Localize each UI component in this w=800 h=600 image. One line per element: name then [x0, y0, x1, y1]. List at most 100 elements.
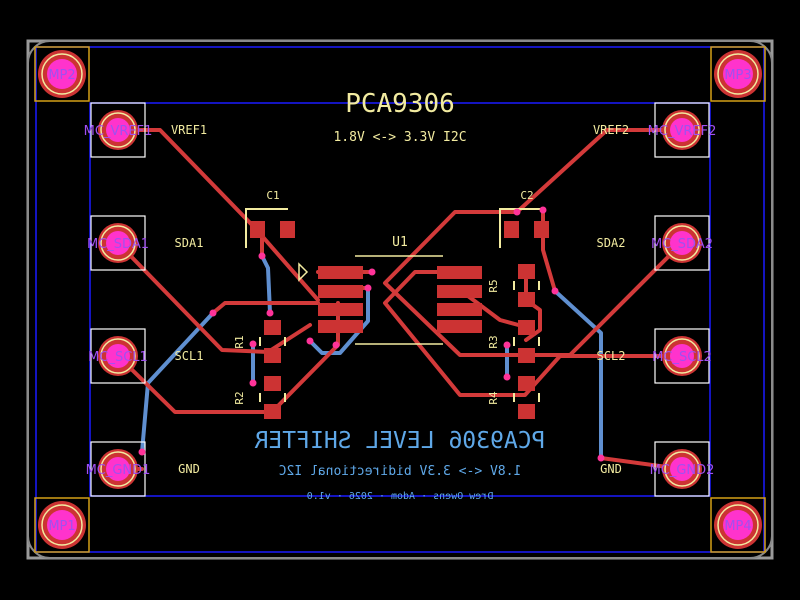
back-trace-gnd2: [553, 289, 603, 460]
c1-outline: [245, 208, 288, 248]
mounting-hole-label: MP2: [48, 68, 75, 83]
connector-mc-vref2[interactable]: MC_VREF2 VREF2: [593, 102, 717, 158]
u1-pad-8[interactable]: [437, 266, 482, 279]
ic-u1[interactable]: U1: [298, 235, 482, 345]
mounting-hole-label: MP4: [724, 519, 751, 534]
connector-drill: [670, 457, 694, 481]
board-subtitle: 1.8V <-> 3.3V I2C: [333, 130, 466, 145]
u1-pad-7[interactable]: [437, 285, 482, 298]
u1-pad-2[interactable]: [318, 285, 363, 298]
connector-pad-label: MC_GND1: [86, 463, 151, 478]
mounting-hole-courtyard: [710, 46, 766, 102]
resistor-r5[interactable]: R5: [487, 264, 540, 307]
u1-pin1-marker: [298, 262, 309, 282]
u1-pad-1[interactable]: [318, 266, 363, 279]
mounting-hole-label: MP1: [48, 519, 75, 534]
resistor-r2[interactable]: R2: [233, 376, 286, 419]
connector-net-label: VREF2: [593, 123, 629, 137]
connector-drill: [670, 118, 694, 142]
u1-label: U1: [392, 235, 408, 250]
connector-pad-label: MC_SDA2: [651, 237, 713, 252]
connector-net-label: GND: [600, 462, 622, 476]
capacitor-c2[interactable]: C2: [499, 189, 549, 248]
back-trace-u1: [308, 286, 370, 355]
c2-outline: [499, 208, 542, 248]
via: [551, 287, 559, 295]
via: [258, 252, 266, 260]
c1-label: C1: [266, 189, 279, 202]
mounting-hole-drill: [47, 510, 77, 540]
c1-pad-1[interactable]: [250, 221, 265, 238]
board-outline: [35, 46, 765, 553]
u1-pad-6[interactable]: [437, 303, 482, 316]
mounting-hole[interactable]: MP1: [34, 497, 90, 553]
mounting-hole-ring: [41, 504, 83, 546]
via: [364, 284, 372, 292]
trace-u1-r3: [458, 288, 528, 329]
u1-pad-3[interactable]: [318, 303, 363, 316]
r5-pad-1[interactable]: [518, 264, 535, 279]
via: [513, 208, 521, 216]
via: [249, 379, 257, 387]
connector-drill: [106, 457, 130, 481]
via: [597, 454, 605, 462]
r5-pad-2[interactable]: [518, 292, 535, 307]
c2-label: C2: [520, 189, 533, 202]
via: [368, 268, 376, 276]
connector-courtyard: [90, 328, 146, 384]
resistor-r1[interactable]: R1: [233, 320, 286, 363]
connector-pad-label: MC_GND2: [650, 463, 715, 478]
c2-pad-2[interactable]: [534, 221, 549, 238]
c2-pad-1[interactable]: [504, 221, 519, 238]
via: [249, 340, 257, 348]
connector-mc-gnd1[interactable]: MC_GND1 GND: [86, 441, 200, 497]
r3-pad-1[interactable]: [518, 320, 535, 335]
mounting-hole-drill: [723, 59, 753, 89]
via: [306, 337, 314, 345]
r1-pad-2[interactable]: [264, 348, 281, 363]
mounting-hole[interactable]: MP4: [710, 497, 766, 553]
board-title: PCA9306: [345, 89, 455, 119]
r4-pad-2[interactable]: [518, 404, 535, 419]
connector-drill: [106, 231, 130, 255]
connector-net-label: SDA2: [597, 236, 626, 250]
r2-pad-1[interactable]: [264, 376, 281, 391]
connector-ring: [664, 451, 700, 487]
connector-drill: [670, 344, 694, 368]
r2-label: R2: [233, 391, 246, 404]
connector-mc-gnd2[interactable]: MC_GND2 GND: [600, 441, 715, 497]
connector-mc-sda2[interactable]: MC_SDA2 SDA2: [597, 215, 713, 271]
r1-pad-1[interactable]: [264, 320, 281, 335]
mounting-hole[interactable]: MP3: [710, 46, 766, 102]
connector-net-label: GND: [178, 462, 200, 476]
u1-pad-5[interactable]: [437, 320, 482, 333]
connector-drill: [106, 344, 130, 368]
mounting-hole-ring: [717, 504, 759, 546]
resistor-r4[interactable]: R4: [487, 376, 540, 419]
mounting-hole[interactable]: MP2: [34, 46, 90, 102]
keepout-outline: [89, 102, 711, 497]
capacitor-c1[interactable]: C1: [245, 189, 295, 248]
mounting-hole-courtyard: [34, 46, 90, 102]
resistor-r3[interactable]: R3: [487, 320, 540, 363]
connector-drill: [106, 118, 130, 142]
r2-pad-2[interactable]: [264, 404, 281, 419]
mounting-hole-label: MP3: [724, 68, 751, 83]
u1-pad-4[interactable]: [318, 320, 363, 333]
mounting-hole-ring: [41, 53, 83, 95]
connector-pad-label: MC_VREF2: [648, 124, 717, 139]
connector-drill: [670, 231, 694, 255]
r4-pad-1[interactable]: [518, 376, 535, 391]
via: [539, 206, 547, 214]
via: [332, 341, 340, 349]
r3-pad-2[interactable]: [518, 348, 535, 363]
c1-pad-2[interactable]: [280, 221, 295, 238]
connector-ring: [664, 225, 700, 261]
connector-net-label: VREF1: [171, 123, 207, 137]
vias: [138, 206, 605, 462]
